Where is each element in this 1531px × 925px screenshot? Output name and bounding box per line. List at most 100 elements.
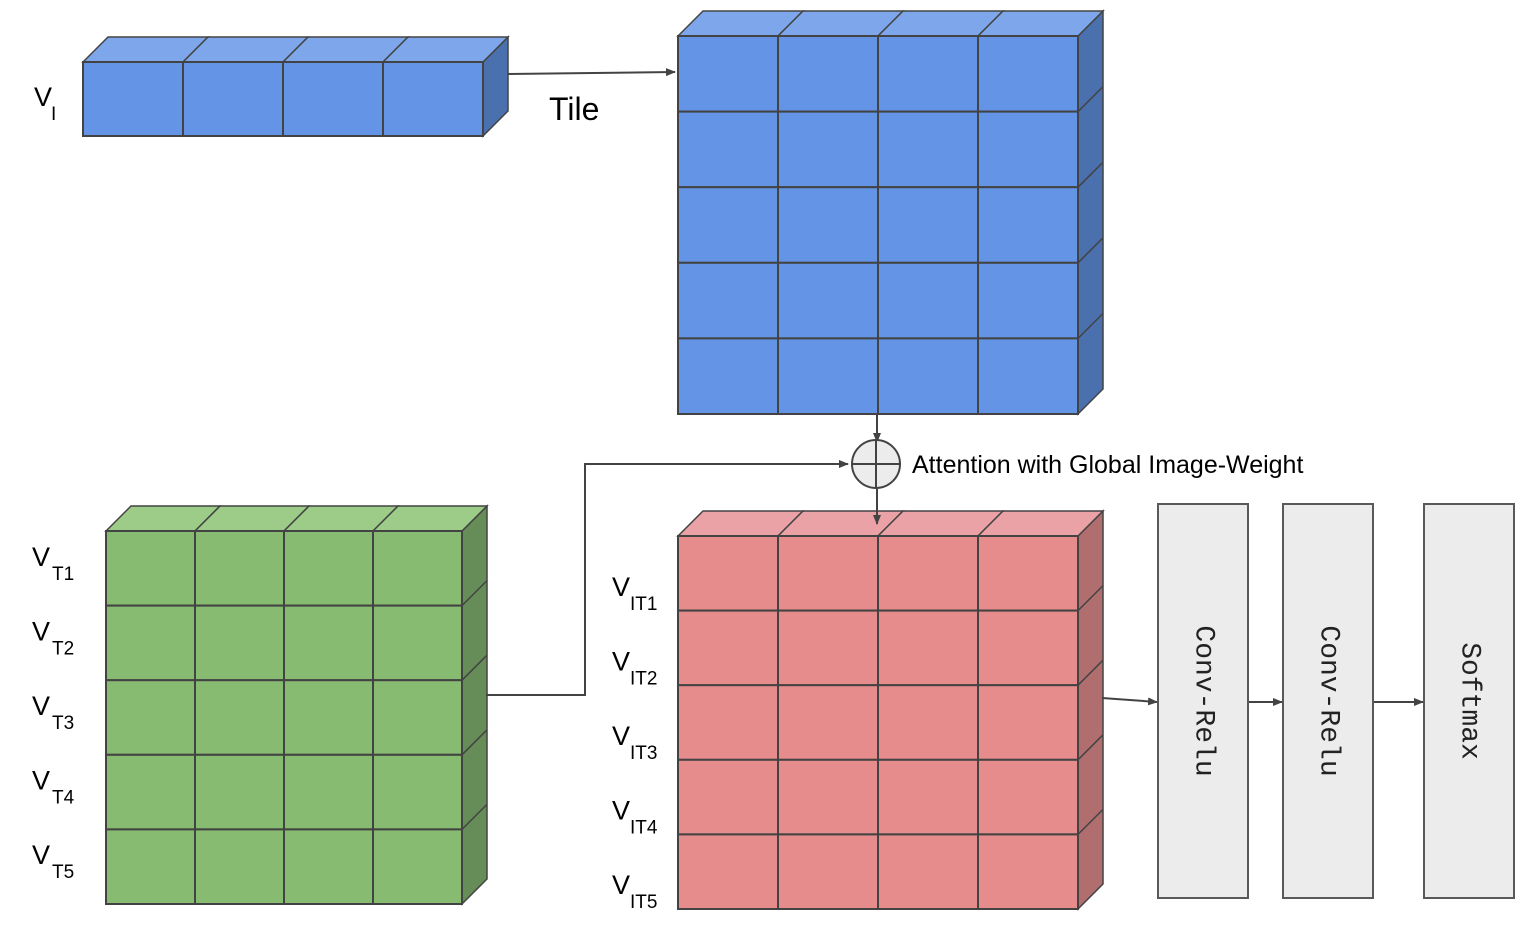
text-block-cell	[105, 679, 196, 756]
attention-label: Attention with Global Image-Weight	[912, 451, 1303, 479]
text-block-side-edge	[461, 580, 488, 607]
vt-label-main: V	[32, 766, 50, 796]
vi-label-main: V	[34, 82, 52, 112]
vt-label-main: V	[32, 691, 50, 721]
tiled-image-block-side-face	[1077, 9, 1104, 416]
vt-label-sub: T4	[52, 788, 75, 809]
conv-relu-label-2: Conv-Relu	[1313, 625, 1344, 776]
image-text-block-cell	[777, 609, 879, 687]
image-text-block-cell	[977, 833, 1079, 911]
text-block-side-edge	[461, 654, 488, 681]
image-text-block-cell	[677, 758, 779, 836]
tiled-image-block-cell	[777, 261, 879, 340]
vt-label-main: V	[32, 542, 50, 572]
text-block-cell	[372, 753, 463, 831]
tiled-image-block-side-edge	[1077, 86, 1104, 113]
image-vector-block-cell	[182, 61, 284, 137]
image-text-block-side-face	[1077, 509, 1104, 911]
tiled-image-block-side-edge	[1077, 237, 1104, 264]
image-text-block	[676, 509, 1105, 911]
image-text-block-cell	[977, 758, 1079, 836]
vt-label-2: VT2	[32, 617, 74, 660]
vit-label-sub: IT4	[630, 818, 658, 839]
vit-label-main: V	[612, 647, 630, 677]
vt-label-sub: T3	[52, 713, 74, 734]
tiled-image-block-cell	[777, 35, 879, 113]
image-vector-block	[81, 35, 510, 138]
tiled-image-block-cell	[877, 35, 979, 113]
image-text-block-cell	[677, 609, 779, 687]
tiled-image-block-cell	[777, 337, 879, 415]
image-vector-block-cell	[282, 61, 384, 137]
text-block-cell	[105, 828, 196, 906]
conv-relu-box-1: Conv-Relu	[1157, 503, 1249, 899]
tiled-image-block-cell	[877, 110, 979, 189]
text-block-cell	[194, 604, 285, 682]
text-block-cell	[372, 828, 463, 906]
vit-label-sub: IT3	[630, 743, 657, 764]
softmax-box: Softmax	[1423, 503, 1515, 899]
text-block-cell	[372, 530, 463, 607]
vt-label-5: VT5	[32, 840, 74, 883]
tile-arrow	[507, 68, 676, 77]
tiled-image-block-side-edge	[1077, 312, 1104, 339]
image-text-block-cell	[977, 609, 1079, 687]
vt-label-sub: T1	[52, 564, 74, 585]
tiled-image-block-cell	[977, 110, 1079, 189]
text-block-cell	[194, 530, 285, 607]
tiled-image-block-cell	[677, 261, 779, 340]
image-text-block-cell	[877, 833, 979, 911]
text-block-cell	[283, 604, 374, 682]
image-text-block-side-edge	[1077, 808, 1104, 835]
tiled-image-block-cell	[877, 261, 979, 340]
text-to-attention-arrow	[486, 460, 849, 696]
tiled-image-block-cell	[677, 110, 779, 189]
text-block-cell	[105, 753, 196, 831]
image-text-block-cell	[877, 684, 979, 761]
tiled-image-block-cell	[677, 35, 779, 113]
text-block	[104, 504, 489, 906]
tiled-image-block-cell	[877, 186, 979, 264]
image-text-block-side-edge	[1077, 585, 1104, 612]
image-text-block-cell	[777, 535, 879, 612]
text-block-side-face	[461, 504, 488, 906]
tiled-image-block-cell	[977, 337, 1079, 415]
circled-plus-icon	[851, 439, 901, 489]
image-text-block-cell	[877, 609, 979, 687]
vt-label-3: VT3	[32, 691, 74, 734]
tiled-image-block-cell	[677, 337, 779, 415]
image-text-block-cell	[677, 535, 779, 612]
text-block-cell	[372, 679, 463, 756]
conv-relu-label-1: Conv-Relu	[1188, 625, 1219, 776]
vit-label-main: V	[612, 870, 630, 900]
text-block-cell	[194, 828, 285, 906]
image-vector-block-cell	[82, 61, 184, 137]
image-text-block-cell	[677, 684, 779, 761]
image-vector-block-cell	[382, 61, 484, 137]
image-text-block-cell	[777, 684, 879, 761]
tensor-blocks	[81, 9, 1105, 911]
tiled-image-block-side-edge	[1077, 161, 1104, 188]
tiled-image-block-cell	[977, 186, 1079, 264]
tiled-image-block-cell	[677, 186, 779, 264]
tiled-image-block-cell	[877, 337, 979, 415]
layer-boxes: Conv-Relu Conv-Relu Softmax	[1157, 503, 1515, 899]
text-block-cell	[283, 679, 374, 756]
image-text-block-cell	[977, 684, 1079, 761]
connectors	[486, 68, 1424, 706]
image-text-block-cell	[777, 758, 879, 836]
image-text-block-cell	[977, 535, 1079, 612]
vit-label-main: V	[612, 721, 630, 751]
vit-label-main: V	[612, 796, 630, 826]
image-text-block-cell	[877, 758, 979, 836]
tiled-image-block-cell	[777, 110, 879, 189]
vt-label-main: V	[32, 840, 50, 870]
vit-label-sub: IT2	[630, 669, 657, 690]
text-block-cell	[194, 753, 285, 831]
conv-relu-box-2: Conv-Relu	[1282, 503, 1374, 899]
